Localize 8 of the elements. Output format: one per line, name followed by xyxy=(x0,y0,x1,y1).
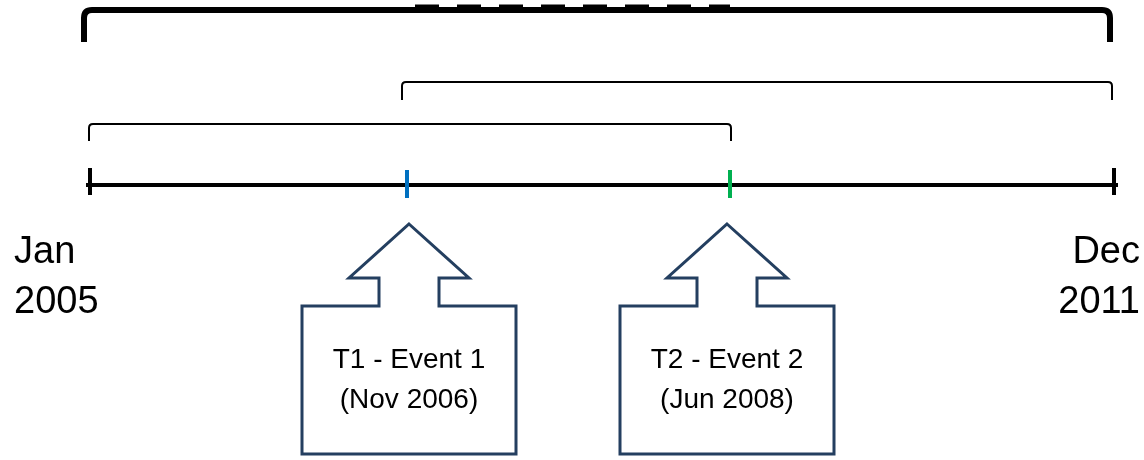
arrow-callout xyxy=(618,222,836,456)
arrow-callout xyxy=(300,222,518,456)
event-title: T1 - Event 1 xyxy=(331,342,487,376)
event-date: (Jun 2008) xyxy=(659,382,795,416)
date-label: Jan 2005 xyxy=(14,228,100,323)
event-title: T2 - Event 2 xyxy=(649,342,805,376)
event-date: (Nov 2006) xyxy=(338,382,480,416)
date-label: Dec 2011 xyxy=(1057,228,1140,323)
